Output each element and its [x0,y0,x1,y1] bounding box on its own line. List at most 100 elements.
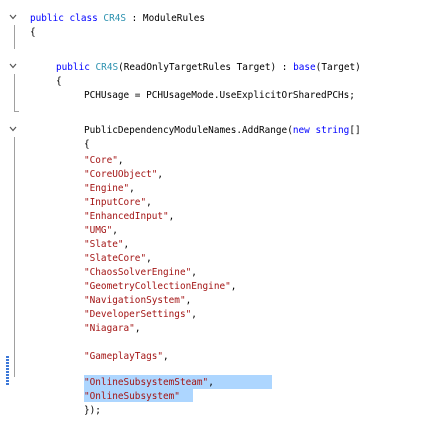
code-line[interactable] [0,47,445,61]
keyword-token: public [30,13,64,24]
code-token: , [230,281,237,292]
code-text: "EnhancedInput", [84,210,174,224]
code-token: , [146,253,152,264]
type-token: CR4S [103,13,126,24]
code-token: { [56,76,62,87]
type-token: CR4S [95,62,119,73]
code-text: }); [84,404,101,418]
code-line[interactable]: "OnlineSubsystemSteam", [0,376,445,390]
string-literal: "GeometryCollectionEngine" [84,281,231,292]
code-token: , [117,155,124,166]
code-line[interactable]: { [0,26,445,40]
code-token: PCHUsage = PCHUsageMode.UseExplicitOrSha… [84,90,355,101]
code-token: : ModuleRules [126,13,206,24]
code-line[interactable]: "UMG", [0,224,445,238]
code-text: PCHUsage = PCHUsageMode.UseExplicitOrSha… [84,89,355,103]
code-line[interactable]: public CR4S(ReadOnlyTargetRules Target) … [0,61,445,75]
code-text: { [30,26,36,40]
code-text: "GameplayTags", [84,350,169,364]
code-token: , [123,239,130,250]
code-token: [] [349,125,361,136]
code-token: , [191,267,197,278]
keyword-token: class [69,13,98,24]
code-line[interactable]: "GameplayTags", [0,350,445,364]
string-literal: "GameplayTags" [84,351,164,362]
code-token: (Target) [315,62,361,73]
code-line[interactable]: "Engine", [0,182,445,196]
selection-highlight [84,389,193,402]
code-line[interactable]: PublicDependencyModuleNames.AddRange(new… [0,124,445,138]
code-text: "SlateCore", [84,252,152,266]
code-text: "GeometryCollectionEngine", [84,280,236,294]
keyword-token: string [315,125,350,136]
code-text: "Engine", [84,182,135,196]
code-text: "DeveloperSettings", [84,308,197,322]
fold-chevron-addrange-icon[interactable] [8,124,18,134]
code-token: , [163,351,169,362]
code-token: , [185,295,192,306]
code-text: public CR4S(ReadOnlyTargetRules Target) … [56,61,361,75]
code-text: "NavigationSystem", [84,294,191,308]
code-line[interactable]: "InputCore", [0,196,445,210]
string-literal: "NavigationSystem" [84,295,186,306]
code-text: "OnlineSubsystem" [84,390,180,404]
fold-guide-line [14,25,15,49]
code-line[interactable]: "Core", [0,154,445,168]
code-token: , [191,309,197,320]
fold-chevron-class-icon[interactable] [8,12,18,22]
code-line[interactable]: "OnlineSubsystem" [0,390,445,404]
fold-chevron-constructor-icon[interactable] [8,61,18,71]
fold-guide-tick [14,111,19,112]
code-line[interactable]: "NavigationSystem", [0,294,445,308]
string-literal: "Slate" [84,239,124,250]
string-literal: "OnlineSubsystemSteam" [84,377,209,388]
change-marker-bar [6,356,9,386]
code-token: }); [84,405,101,416]
code-text: "OnlineSubsystemSteam", [84,376,214,390]
code-text: { [56,75,62,89]
code-line[interactable] [0,110,445,124]
code-line[interactable]: "EnhancedInput", [0,210,445,224]
code-token: , [134,323,141,334]
code-line[interactable]: "CoreUObject", [0,168,445,182]
string-literal: "Engine" [84,183,130,194]
code-line[interactable]: { [0,75,445,89]
code-line[interactable]: "GeometryCollectionEngine", [0,280,445,294]
fold-guide-line [14,137,15,377]
code-line[interactable]: "Slate", [0,238,445,252]
string-literal: "DeveloperSettings" [84,309,192,320]
code-text: { [84,138,90,152]
code-line[interactable]: }); [0,404,445,418]
code-token: PublicDependencyModuleNames.AddRange( [84,125,293,136]
code-text: "ChaosSolverEngine", [84,266,197,280]
code-line[interactable]: { [0,138,445,152]
keyword-token: public [56,62,90,73]
keyword-token: base [293,62,316,73]
string-literal: "SlateCore" [84,253,147,264]
code-line[interactable]: "SlateCore", [0,252,445,266]
code-line[interactable]: "ChaosSolverEngine", [0,266,445,280]
code-text: "InputCore", [84,196,152,210]
string-literal: "InputCore" [84,197,147,208]
string-literal: "ChaosSolverEngine" [84,267,192,278]
code-line[interactable]: "DeveloperSettings", [0,308,445,322]
code-token: , [146,197,152,208]
string-literal: "CoreUObject" [84,169,158,180]
code-line[interactable]: PCHUsage = PCHUsageMode.UseExplicitOrSha… [0,89,445,103]
string-literal: "EnhancedInput" [84,211,169,222]
code-line[interactable]: "Niagara", [0,322,445,336]
code-text: "Slate", [84,238,129,252]
code-text: public class CR4S : ModuleRules [30,12,205,26]
string-literal: "OnlineSubsystem" [84,391,180,402]
selection-highlight [84,375,272,389]
code-line[interactable]: public class CR4S : ModuleRules [0,12,445,26]
string-literal: "Core" [84,155,118,166]
code-token: , [168,211,175,222]
keyword-token: new [292,125,310,136]
code-token: , [157,169,164,180]
code-text: PublicDependencyModuleNames.AddRange(new… [84,124,361,138]
code-token: , [129,183,135,194]
fold-guide-line [14,74,15,112]
code-token: , [208,377,214,388]
